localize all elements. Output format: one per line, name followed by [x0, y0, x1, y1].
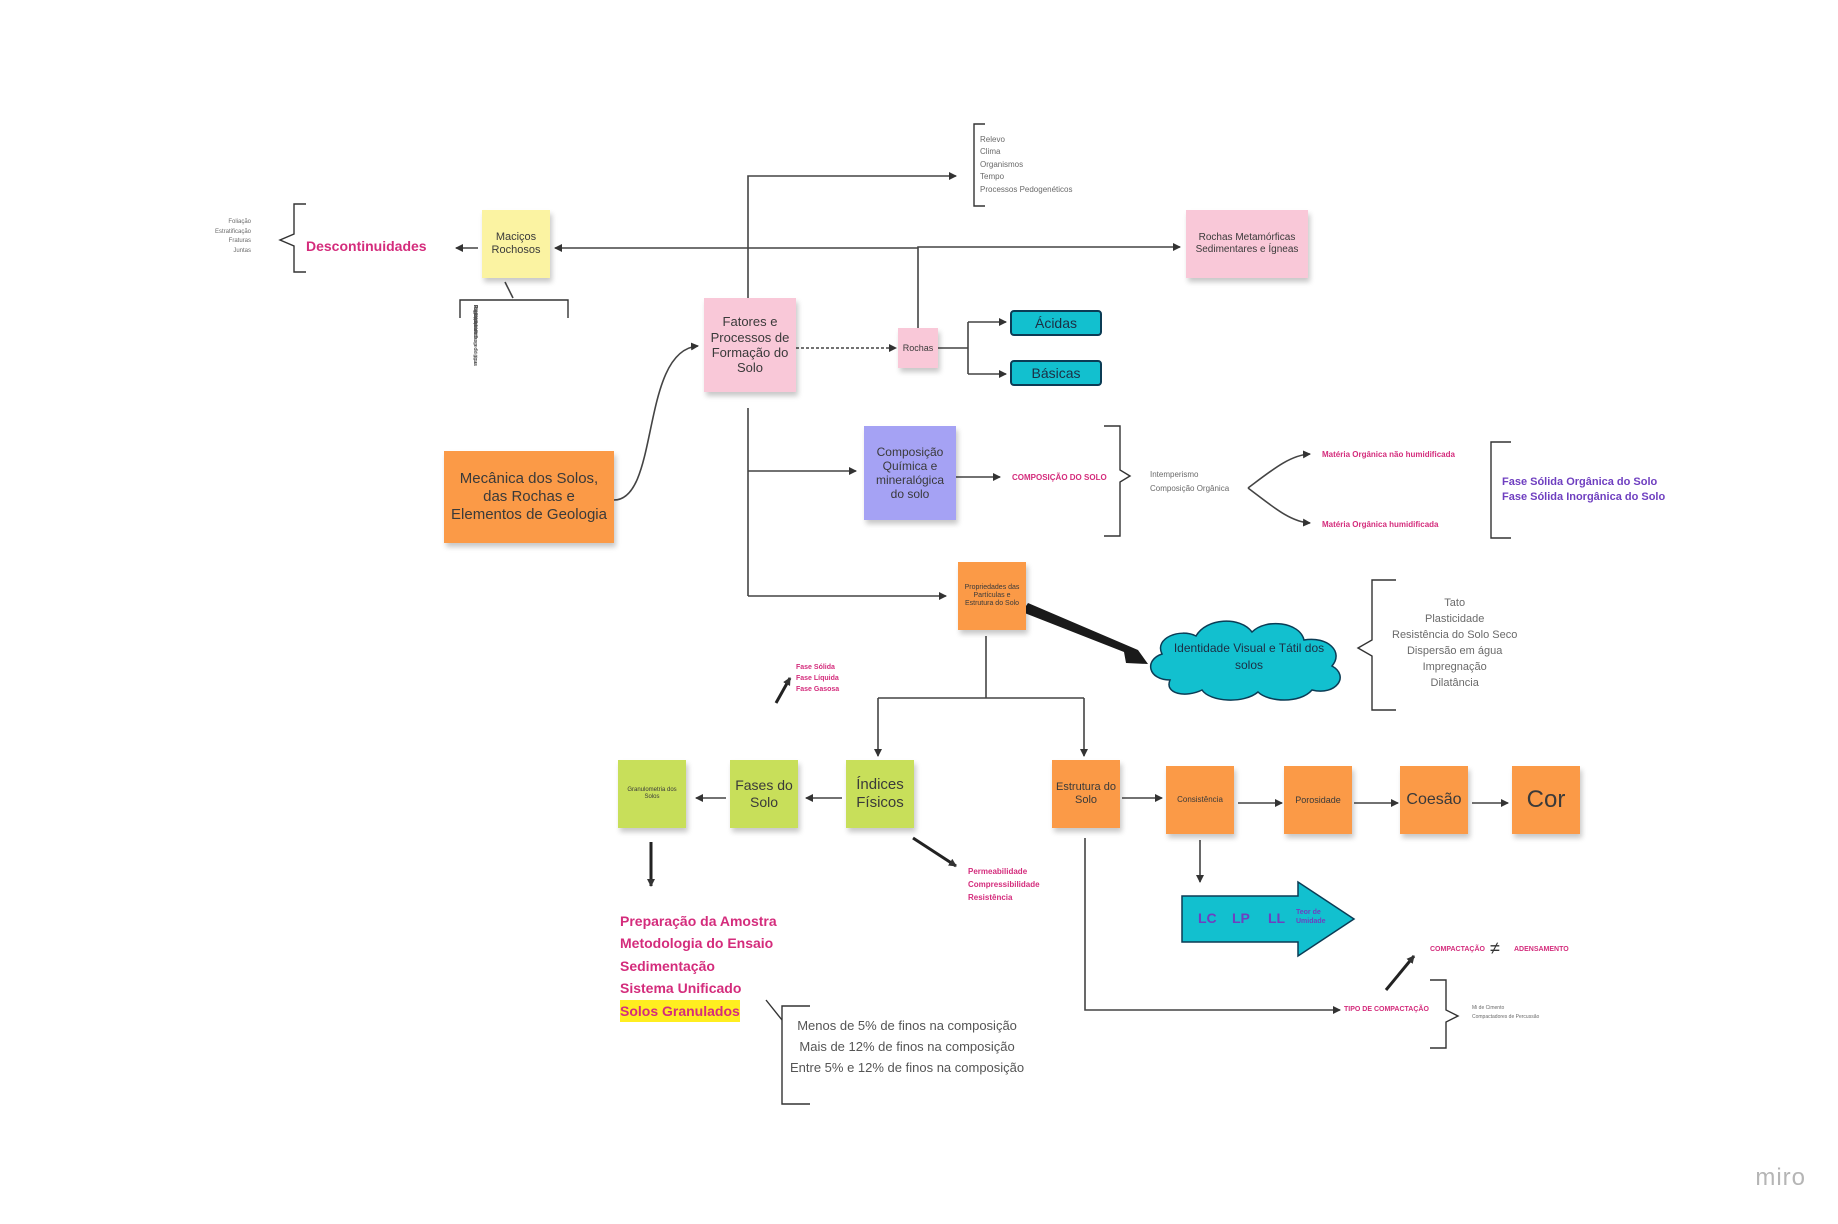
granulometria-sticky[interactable]: Granulometria dos Solos: [618, 760, 686, 828]
estrutura-solo-sticky[interactable]: Estrutura do Solo: [1052, 760, 1120, 828]
list-item: Foliação: [228, 219, 252, 225]
tipo-compactacao-label[interactable]: TIPO DE COMPACTAÇÃO: [1344, 1006, 1429, 1013]
list-item: Processos Pedogenéticos: [980, 184, 1073, 194]
list-item: Preparação da Amostra: [620, 913, 777, 929]
list-item: Organismos: [980, 159, 1024, 169]
consistencia-sticky[interactable]: Consistência: [1166, 766, 1234, 834]
list-item: Percolação e fluxo de água: [472, 305, 478, 366]
list-item: Clima: [980, 147, 1001, 157]
fatores-processos-sticky[interactable]: Fatores e Processos de Formação do Solo: [704, 298, 796, 392]
fase-solida-list: Fase Sólida Orgânica do Solo Fase Sólida…: [1502, 475, 1665, 506]
list-item: Tempo: [980, 172, 1005, 182]
limite-lc: LC: [1198, 910, 1217, 926]
list-item: Dilatância: [1430, 676, 1479, 689]
list-item: Compressibilidade: [968, 879, 1040, 889]
tato-list: Tato Plasticidade Resistência do Solo Se…: [1392, 596, 1517, 692]
finos-list: Menos de 5% de finos na composição Mais …: [790, 1016, 1024, 1078]
materia-humidificada[interactable]: Matéria Orgânica humidificada: [1322, 520, 1439, 529]
list-item: Sedimentação: [620, 957, 715, 974]
list-item: Relevo: [980, 135, 1005, 144]
list-item: Intemperismo: [1150, 470, 1199, 479]
list-item: Fase Gasosa: [796, 686, 840, 694]
indices-list: Permeabilidade Compressibilidade Resistê…: [968, 866, 1040, 904]
fatores-top-list: Relevo Clima Organismos Tempo Processos …: [980, 134, 1073, 196]
list-item: Resistência: [968, 892, 1013, 902]
granulometria-list: Preparação da Amostra Metodologia do Ens…: [620, 910, 777, 1022]
list-item: Mais de 12% de finos na composição: [799, 1038, 1015, 1054]
not-equal-icon: ≠: [1490, 938, 1500, 958]
adensamento-label[interactable]: ADENSAMENTO: [1514, 946, 1569, 953]
limites-arrow[interactable]: LC LP LL Teor de Umidade: [1180, 880, 1356, 958]
list-item: Estratificação: [215, 228, 252, 235]
fases-solo-sticky[interactable]: Fases do Solo: [730, 760, 798, 828]
limite-lp: LP: [1232, 910, 1250, 926]
macicos-rochosos-sticky[interactable]: Maciços Rochosos: [482, 210, 550, 278]
list-item: Sistema Unificado: [620, 980, 742, 997]
list-item: Resistência: [472, 305, 478, 331]
descontinuidades-list: Foliação Estratificação Fraturas Juntas: [215, 218, 251, 256]
brace-descontinuidades: [278, 203, 306, 273]
miro-watermark: miro: [1755, 1164, 1806, 1191]
identidade-cloud[interactable]: Identidade Visual e Tátil dos solos: [1140, 610, 1358, 702]
mecanica-solos-sticky[interactable]: Mecânica dos Solos, das Rochas e Element…: [444, 451, 614, 543]
composicao-label[interactable]: COMPOSIÇÃO DO SOLO: [1012, 473, 1107, 482]
fases-list: Fase Sólida Fase Líquida Fase Gasosa: [796, 662, 839, 696]
list-item: Fase Sólida Orgânica do Solo: [1502, 476, 1658, 488]
rochas-sticky[interactable]: Rochas: [898, 328, 938, 368]
descontinuidades-label[interactable]: Descontinuidades: [306, 238, 427, 254]
limite-ll: LL: [1268, 910, 1286, 926]
list-item: Impregnação: [1422, 660, 1487, 673]
list-item: Compactadores de Percussão: [1472, 1014, 1540, 1020]
list-item: Entre 5% e 12% de finos na composição: [790, 1059, 1025, 1075]
propriedades-sticky[interactable]: Propriedades das Partículas e Estrutura …: [958, 562, 1026, 630]
list-item: Dispersão em água: [1406, 644, 1503, 657]
cor-sticky[interactable]: Cor: [1512, 766, 1580, 834]
list-item: Plasticidade: [1425, 612, 1485, 625]
list-item: Composição Orgânica: [1150, 483, 1230, 493]
acidas-pill[interactable]: Ácidas: [1010, 310, 1102, 336]
compactacao-tipos-list: Mi de Cimento Compactadores de Percussão: [1472, 1004, 1539, 1022]
cloud-shape-icon: [1150, 620, 1341, 701]
list-item: Fase Sólida Inorgânica do Solo: [1502, 491, 1666, 504]
list-item: Juntas: [233, 247, 252, 254]
rochas-tipos-sticky[interactable]: Rochas Metamórficas Sedimentares e Ígnea…: [1186, 210, 1308, 278]
list-item: Fase Líquida: [796, 675, 839, 683]
compactacao-label[interactable]: COMPACTAÇÃO: [1430, 946, 1485, 953]
list-item: Tato: [1444, 597, 1466, 609]
list-item: Rugosidade: [472, 305, 478, 332]
list-item: Metodologia do Ensaio: [620, 935, 774, 952]
list-item: Resistência do Solo Seco: [1392, 628, 1518, 641]
intemperismo-list: Intemperismo Composição Orgânica: [1150, 468, 1229, 495]
coesao-sticky[interactable]: Coesão: [1400, 766, 1468, 834]
list-item: Mi de Cimento: [1472, 1005, 1505, 1011]
identidade-label: Identidade Visual e Tátil dos solos: [1173, 641, 1325, 672]
list-item: Fase Sólida: [796, 664, 835, 671]
solos-granulados-highlight[interactable]: Solos Granulados: [620, 999, 740, 1022]
list-item: Continuidade: [472, 305, 478, 335]
teor-umidade-label: Teor de Umidade: [1296, 909, 1326, 926]
list-item: Fraturas: [228, 238, 252, 245]
porosidade-sticky[interactable]: Porosidade: [1284, 766, 1352, 834]
list-item: Condições Hidrogeológicas: [472, 305, 478, 366]
basicas-pill[interactable]: Básicas: [1010, 360, 1102, 386]
composicao-sticky[interactable]: Composição Química e mineralógica do sol…: [864, 426, 956, 520]
list-item: Preenchimento: [472, 305, 478, 339]
block-arrow-icon: [1181, 880, 1356, 958]
list-item: Permeabilidade: [968, 867, 1028, 876]
list-item: Menos de 5% de finos na composição: [797, 1018, 1017, 1033]
list-item: Espaçamento: [472, 305, 478, 336]
materia-nao-humidificada[interactable]: Matéria Orgânica não humidificada: [1322, 450, 1455, 459]
list-item: RQD: [472, 305, 478, 317]
list-item: Abertura: [472, 305, 478, 325]
indices-fisicos-sticky[interactable]: Índices Físicos: [846, 760, 914, 828]
